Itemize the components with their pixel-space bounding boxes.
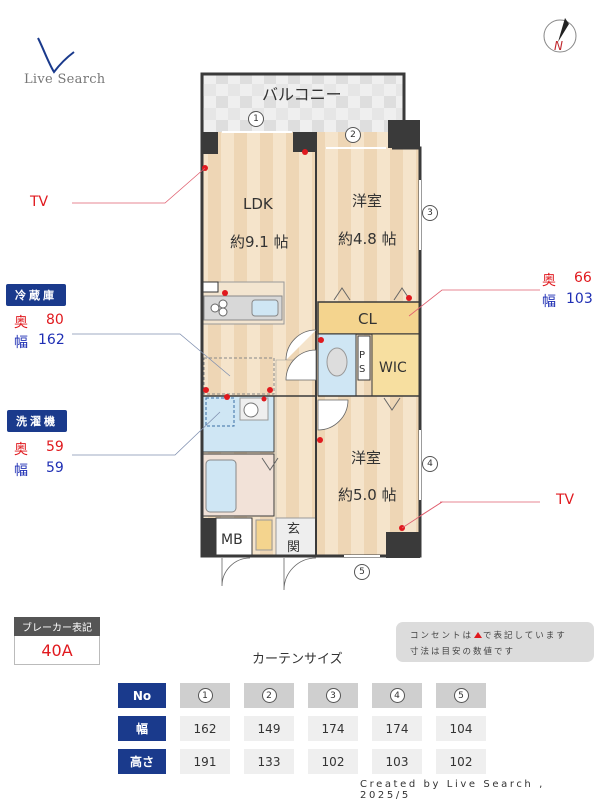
- fridge-tag: 冷蔵庫: [6, 284, 66, 306]
- tv-label-right: TV: [556, 492, 575, 508]
- svg-text:WIC: WIC: [379, 360, 407, 376]
- svg-text:LDK: LDK: [243, 195, 274, 213]
- svg-text:CL: CL: [358, 310, 377, 328]
- svg-text:約4.8 帖: 約4.8 帖: [338, 230, 397, 248]
- window-marker-5: 5: [354, 564, 370, 580]
- curtain-row-width: 幅 162 149 174 174 104: [118, 716, 500, 741]
- washer-depth: 奥 59: [14, 439, 64, 458]
- curtain-table: No 1 2 3 4 5 幅 162 149 174 174 104 高さ 19…: [118, 683, 500, 782]
- svg-text:バルコニー: バルコニー: [262, 85, 342, 104]
- window-marker-4: 4: [422, 456, 438, 472]
- tv-label-left: TV: [30, 194, 49, 210]
- washer-width: 幅 59: [14, 460, 64, 479]
- breaker-box: ブレーカー表記 40A: [14, 617, 100, 665]
- window-marker-2: 2: [345, 127, 361, 143]
- curtain-title: カーテンサイズ: [252, 652, 343, 667]
- credit-text: Created by Live Search , 2025/5: [360, 779, 545, 800]
- curtain-row-no: No 1 2 3 4 5: [118, 683, 500, 708]
- svg-text:玄: 玄: [287, 522, 300, 537]
- window-marker-3: 3: [422, 205, 438, 221]
- svg-text:MB: MB: [221, 532, 243, 548]
- svg-text:洋室: 洋室: [352, 192, 382, 210]
- compass-icon: N: [543, 18, 577, 53]
- svg-text:S: S: [359, 364, 365, 375]
- svg-text:関: 関: [287, 540, 300, 555]
- breaker-value: 40A: [14, 636, 100, 665]
- svg-text:洋室: 洋室: [351, 449, 381, 467]
- svg-text:P: P: [359, 350, 365, 361]
- svg-text:N: N: [554, 39, 563, 53]
- svg-text:約9.1 帖: 約9.1 帖: [230, 233, 289, 251]
- fridge-depth: 奥 80: [14, 312, 64, 331]
- window-marker-1: 1: [248, 111, 264, 127]
- outlet-marker-icon: [474, 632, 483, 638]
- legend-note: コンセントはで表記しています 寸法は目安の数値です: [396, 622, 594, 662]
- washer-tag: 洗濯機: [7, 410, 67, 432]
- closet-depth: 奥 66: [542, 270, 592, 289]
- svg-text:約5.0 帖: 約5.0 帖: [338, 486, 397, 504]
- floor-plan: バルコニー LDK 約9.1 帖 洋室 約4.8 帖 CL P S WIC 洋室…: [72, 72, 540, 591]
- logo-text: Live Search: [24, 72, 106, 87]
- closet-width: 幅 103: [542, 291, 593, 310]
- logo-mark-icon: [37, 37, 75, 74]
- breaker-title: ブレーカー表記: [14, 617, 100, 636]
- curtain-row-height: 高さ 191 133 102 103 102: [118, 749, 500, 774]
- fridge-width: 幅 162: [14, 332, 65, 351]
